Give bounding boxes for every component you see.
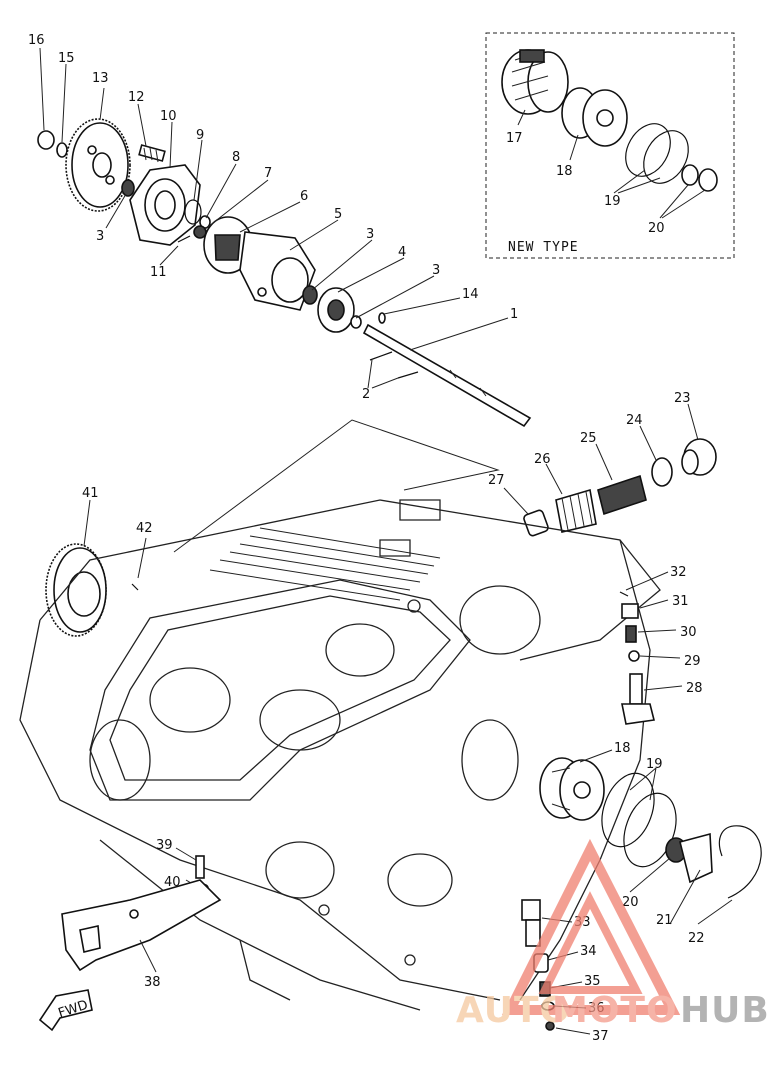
watermark-auto: AUTO (456, 990, 571, 1031)
callout-2: 2 (362, 387, 370, 402)
part-17-drum (501, 49, 569, 115)
callout-16: 16 (28, 33, 45, 48)
callout-21: 21 (656, 913, 673, 928)
callout-19-lower: 19 (646, 757, 663, 772)
callout-38: 38 (144, 975, 161, 990)
callout-29: 29 (684, 654, 701, 669)
part-42-key (131, 583, 139, 591)
callout-17-inset: 17 (506, 131, 523, 146)
callout-26: 26 (534, 452, 551, 467)
part-20-inset (681, 164, 718, 192)
lower-small-parts: 33 34 35 36 37 39 40 38 (61, 838, 609, 1044)
callout-27: 27 (488, 473, 505, 488)
part-41-gear (45, 543, 107, 637)
callout-14: 14 (462, 287, 479, 302)
callout-34: 34 (580, 944, 597, 959)
callout-28: 28 (686, 681, 703, 696)
part-1-shaft (362, 323, 532, 428)
part-4-rotor (317, 287, 355, 333)
callout-9: 9 (196, 128, 204, 143)
watermark-moto: MOTO (552, 990, 678, 1031)
callout-13: 13 (92, 71, 109, 86)
pump-assembly: 16 15 13 12 10 9 8 7 6 5 3 4 3 14 1 2 11… (28, 33, 532, 428)
callout-7: 7 (264, 166, 272, 181)
part-19-lower-a (601, 772, 655, 848)
part-28-plug (621, 673, 655, 725)
callout-1: 1 (510, 307, 518, 322)
callout-15: 15 (58, 51, 75, 66)
callout-3c: 3 (96, 229, 104, 244)
part-12-bolt (138, 144, 166, 163)
part-24-washer (651, 457, 673, 487)
part-27-plunger (523, 509, 549, 537)
callout-3a: 3 (366, 227, 374, 242)
callout-18-lower: 18 (614, 741, 631, 756)
callout-41: 41 (82, 486, 99, 501)
part-15-washer (56, 142, 68, 158)
part-7-washer (193, 225, 207, 239)
part-18-inset (561, 87, 628, 147)
part-10-cover (129, 164, 201, 246)
relief-valve-parts: 27 26 25 24 23 (488, 391, 717, 537)
callout-37: 37 (592, 1029, 609, 1044)
callout-20-lower: 20 (622, 895, 639, 910)
callout-23: 23 (674, 391, 691, 406)
part-30-spring (625, 625, 637, 643)
callout-3b: 3 (432, 263, 440, 278)
callout-31: 31 (672, 594, 689, 609)
part-26-spring (555, 488, 597, 533)
crankcase (19, 419, 661, 1011)
part-3-bearing-right (350, 315, 362, 329)
part-13-gear (65, 118, 131, 212)
part-9-oring (184, 199, 202, 225)
part-22-circlip (718, 825, 762, 899)
callout-42: 42 (136, 521, 153, 536)
part-21-plate (679, 832, 713, 884)
callout-18-inset: 18 (556, 164, 573, 179)
callout-35: 35 (584, 974, 601, 989)
part-33-switch (521, 899, 541, 947)
callout-25: 25 (580, 431, 597, 446)
part-3-bearing-left (121, 179, 135, 197)
part-32-clip (619, 591, 629, 597)
callout-32: 32 (670, 565, 687, 580)
part-3-bearing-mid (302, 285, 318, 305)
part-25-spring (597, 474, 647, 516)
part-29-ball (628, 650, 640, 662)
part-37 (545, 1021, 555, 1031)
new-type-inset: 17 18 19 20 NEW TYPE (485, 32, 735, 259)
callout-11: 11 (150, 265, 167, 280)
callout-19-inset: 19 (604, 194, 621, 209)
callout-12: 12 (128, 90, 145, 105)
part-16-nut (37, 130, 55, 150)
part-39-bolt (195, 855, 205, 879)
part-14-pin (378, 312, 386, 324)
callout-39: 39 (156, 838, 173, 853)
callout-10: 10 (160, 109, 177, 124)
part-11-pin (177, 235, 191, 243)
callout-30: 30 (680, 625, 697, 640)
new-type-label: NEW TYPE (508, 240, 579, 255)
filter-group: 18 19 20 21 22 (539, 741, 762, 946)
callout-4: 4 (398, 245, 406, 260)
callout-6: 6 (300, 189, 308, 204)
oil-pressure-parts: 32 31 30 29 28 (619, 565, 703, 725)
watermark: AUTO MOTO HUB (456, 838, 770, 1031)
watermark-triangle (501, 838, 681, 1015)
watermark-hub: HUB (680, 990, 770, 1031)
part-6-rotor (203, 216, 253, 274)
part-38-bracket (61, 879, 222, 972)
part-2-pins (369, 351, 419, 379)
part-31-cap (621, 603, 639, 619)
callout-20-inset: 20 (648, 221, 665, 236)
callout-5: 5 (334, 207, 342, 222)
callout-22: 22 (688, 931, 705, 946)
callout-24: 24 (626, 413, 643, 428)
part-18-lower (539, 757, 605, 821)
part-23-plug (681, 438, 717, 476)
fwd-arrow: FWD (38, 989, 93, 1032)
part-5-pump-body (239, 231, 316, 311)
callout-8: 8 (232, 150, 240, 165)
